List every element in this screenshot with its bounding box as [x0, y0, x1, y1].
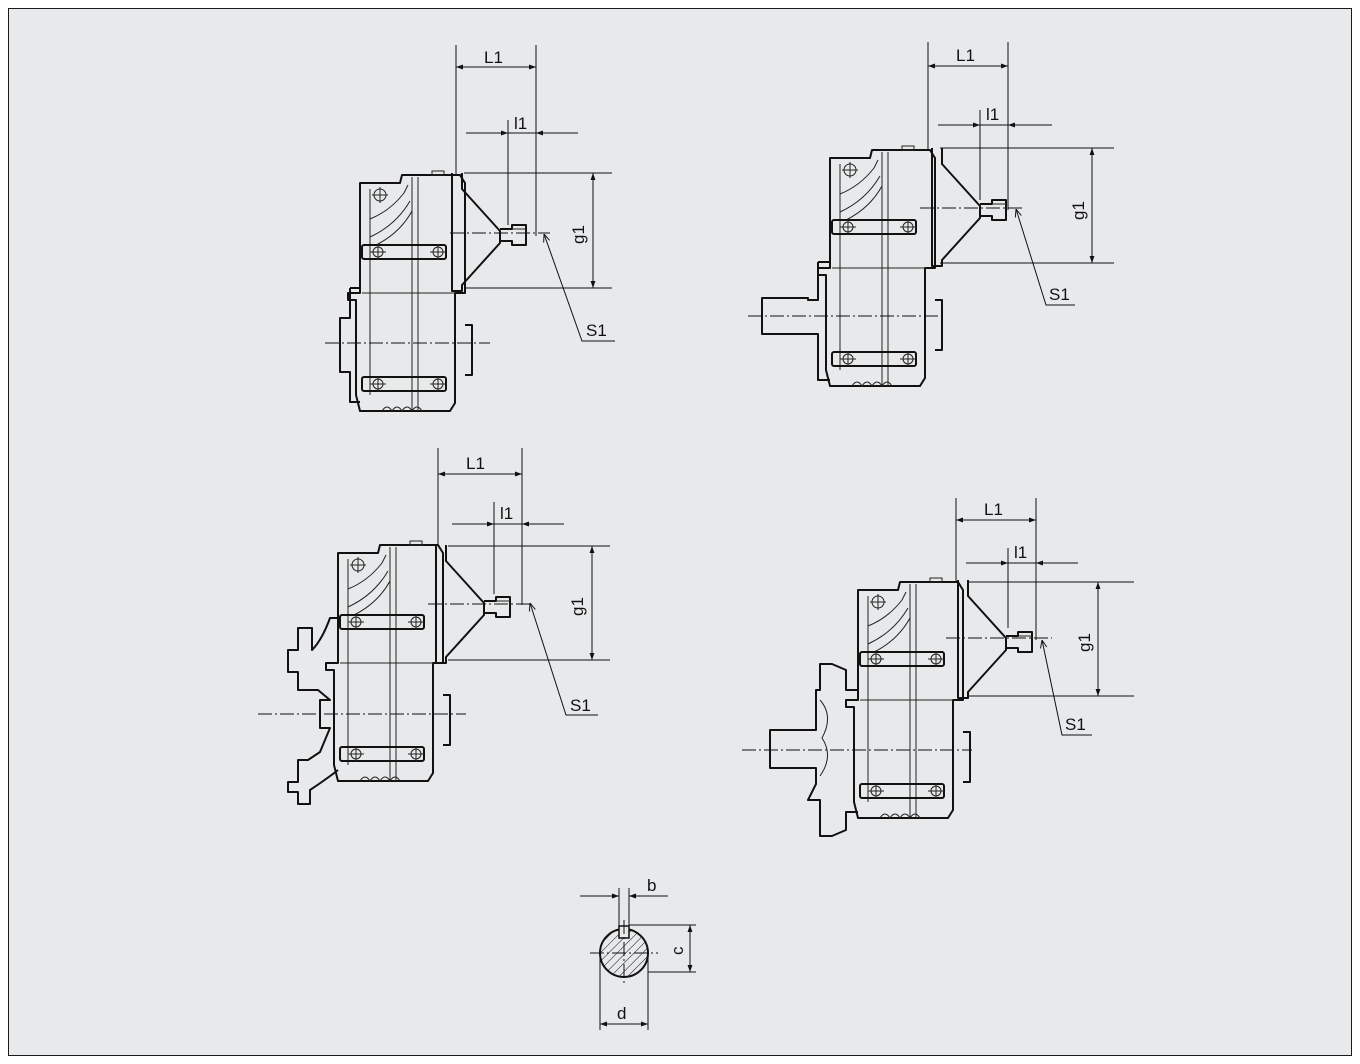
- label-L1: L1: [484, 48, 503, 67]
- label-l1: l1: [514, 114, 527, 133]
- view-top-right: L1 l1 g1 S1: [748, 42, 1114, 387]
- label-g1: g1: [568, 597, 587, 616]
- label-g1: g1: [1075, 633, 1094, 652]
- label-c: c: [668, 946, 687, 955]
- view-middle-right: L1 l1 g1 S1: [742, 498, 1134, 837]
- label-l1: l1: [500, 504, 513, 523]
- label-d: d: [617, 1004, 626, 1023]
- label-b: b: [647, 876, 656, 895]
- label-g1: g1: [569, 225, 588, 244]
- view-top-left: L1 l1 g1 S1: [325, 45, 615, 412]
- label-L1: L1: [956, 46, 975, 65]
- label-l1: l1: [986, 105, 999, 124]
- label-L1: L1: [984, 500, 1003, 519]
- drawing-frame: [8, 8, 1352, 1056]
- view-middle-left: L1 l1 g1 S1: [258, 448, 610, 805]
- label-g1: g1: [1069, 201, 1088, 220]
- label-S1: S1: [586, 321, 607, 340]
- label-L1: L1: [466, 454, 485, 473]
- shaft-section: b c d: [580, 876, 696, 1030]
- label-S1: S1: [1049, 285, 1070, 304]
- label-l1: l1: [1014, 543, 1027, 562]
- label-S1: S1: [570, 696, 591, 715]
- label-S1: S1: [1065, 715, 1086, 734]
